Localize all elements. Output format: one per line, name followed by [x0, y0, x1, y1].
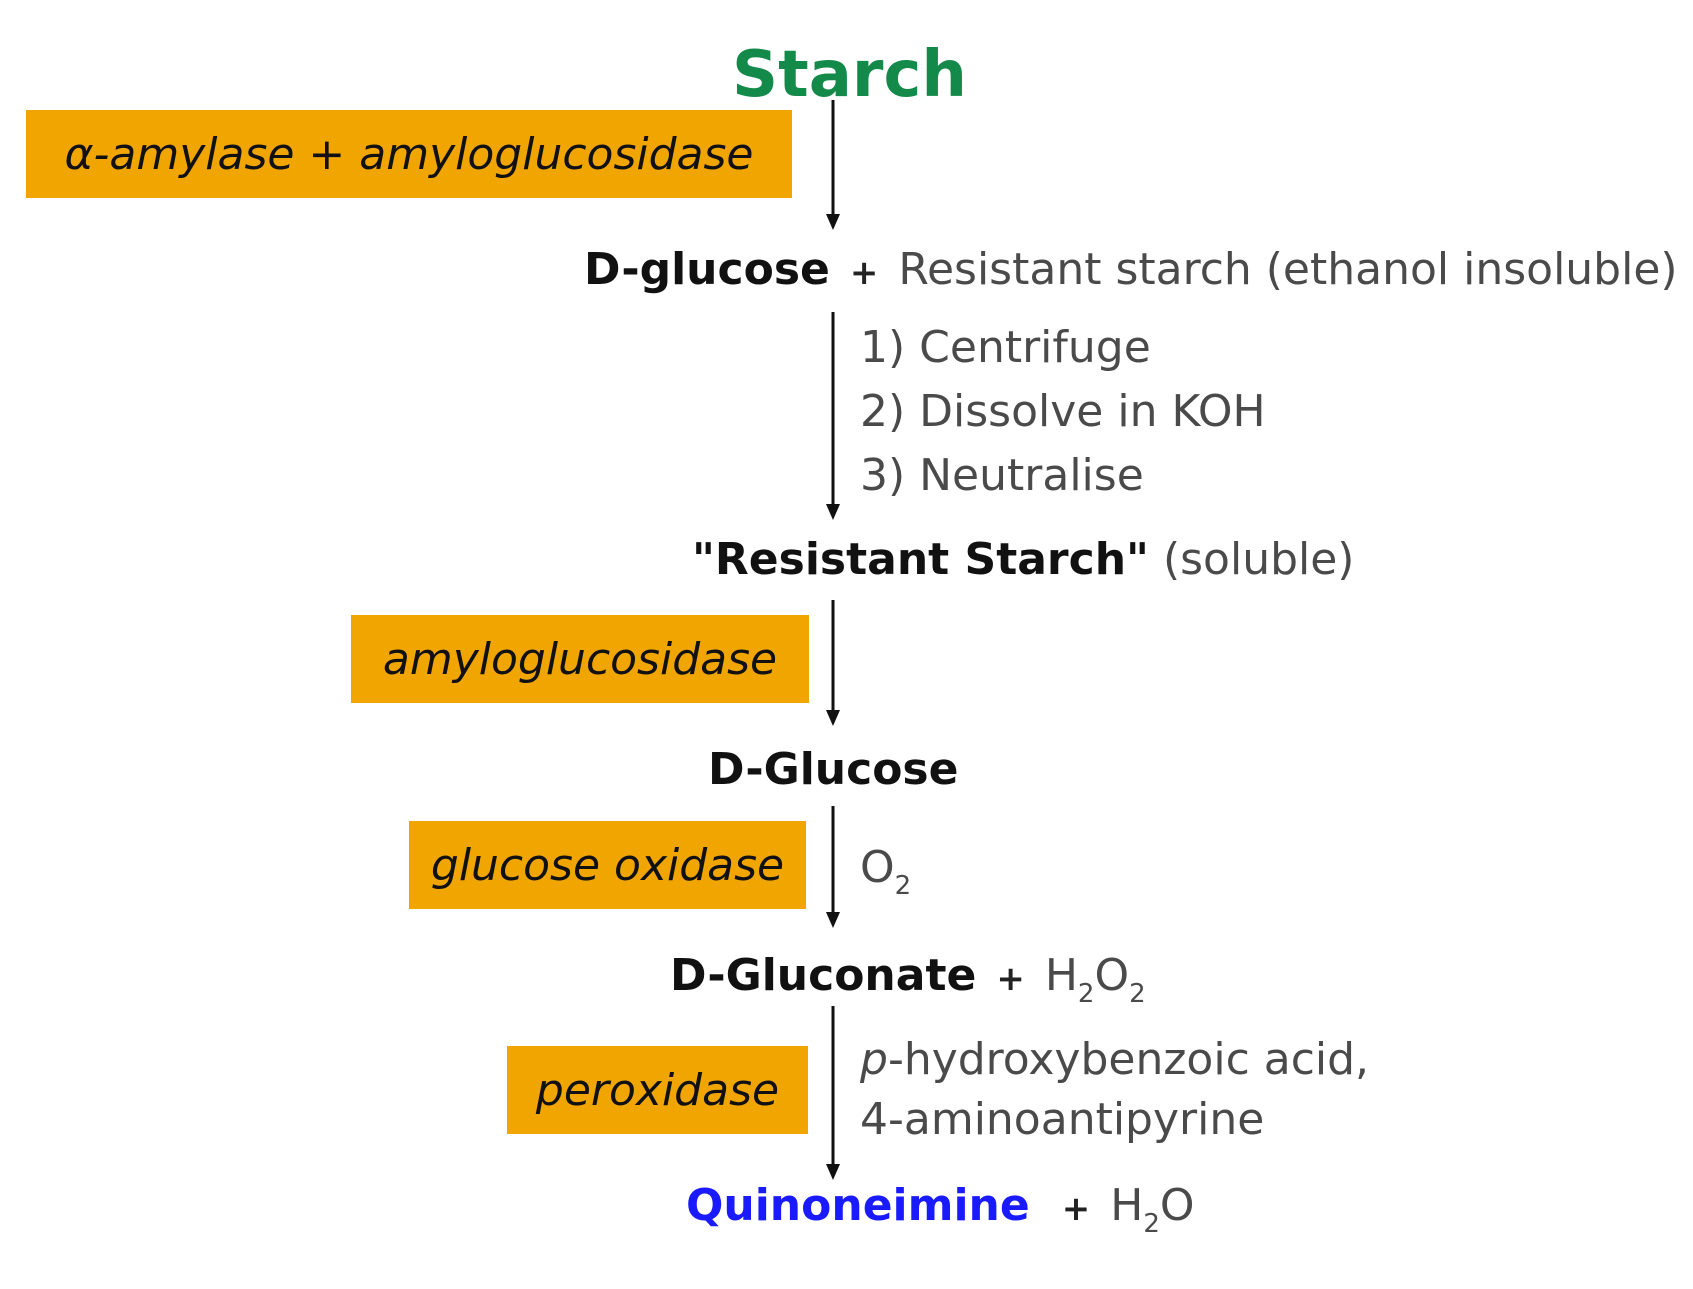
node-glucose-resistant-row: D-glucose + Resistant starch (ethanol in…	[584, 244, 1678, 295]
label-soluble: (soluble)	[1162, 534, 1355, 585]
node-d-gluconate: D-Gluconate	[670, 950, 977, 1001]
node-resistant-starch-soluble-row: "Resistant Starch" (soluble)	[692, 534, 1354, 585]
o2-letter: O	[860, 842, 895, 893]
node-quinoneimine-row: Quinoneimine + H2O	[686, 1180, 1195, 1239]
plus-sign: +	[849, 253, 879, 293]
enzyme-glucose-oxidase: glucose oxidase	[409, 821, 806, 909]
reagent-hydroxybenzoic-acid: p-hydroxybenzoic acid,	[860, 1034, 1369, 1085]
plus-sign-3: +	[1061, 1189, 1091, 1229]
o2-subscript: 2	[894, 871, 912, 901]
node-quinoneimine: Quinoneimine	[686, 1180, 1030, 1231]
node-gluconate-row: D-Gluconate + H2O2	[670, 950, 1146, 1009]
plus-sign-2: +	[996, 959, 1025, 999]
node-d-glucose: D-glucose	[584, 244, 830, 295]
reagent-p-prefix: p	[860, 1034, 888, 1085]
node-resistant-starch-insoluble: Resistant starch (ethanol insoluble)	[898, 244, 1678, 295]
node-d-glucose-2: D-Glucose	[708, 744, 959, 795]
node-resistant-starch-soluble: "Resistant Starch"	[692, 534, 1149, 585]
enzyme-amylase-amyloglucosidase: α-amylase + amyloglucosidase	[26, 110, 792, 198]
node-starch: Starch	[732, 38, 967, 112]
reagent-line1-rest: -hydroxybenzoic acid,	[887, 1034, 1370, 1085]
step-dissolve-koh: 2) Dissolve in KOH	[860, 386, 1266, 437]
enzyme-peroxidase: peroxidase	[507, 1046, 808, 1134]
reagent-aminoantipyrine: 4-aminoantipyrine	[860, 1094, 1265, 1145]
product-h2o: H2O	[1110, 1180, 1195, 1239]
step-centrifuge: 1) Centrifuge	[860, 322, 1151, 373]
cofactor-o2: O2	[860, 842, 911, 899]
product-h2o2: H2O2	[1044, 950, 1146, 1009]
enzyme-amyloglucosidase: amyloglucosidase	[351, 615, 809, 703]
step-neutralise: 3) Neutralise	[860, 450, 1144, 501]
